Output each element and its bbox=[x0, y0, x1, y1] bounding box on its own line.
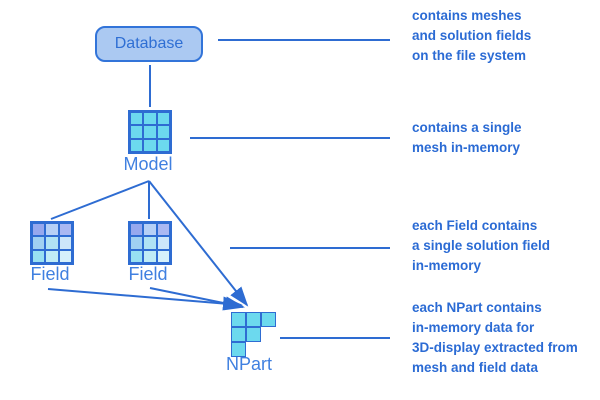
annotation-line: in-memory bbox=[412, 258, 482, 273]
annotation-line: a single solution field bbox=[412, 238, 551, 253]
edge-field2-npart bbox=[149, 287, 245, 311]
field2-grid-icon bbox=[128, 221, 172, 265]
annotation-line: and solution fields bbox=[412, 28, 532, 43]
field1-label: Field bbox=[30, 264, 70, 284]
annotation-line: 3D-display extracted from bbox=[412, 340, 578, 355]
field2-label: Field bbox=[128, 264, 168, 284]
database-label: Database bbox=[114, 35, 184, 52]
field1-grid-icon bbox=[30, 221, 74, 265]
npart-grid-icon bbox=[231, 312, 276, 357]
edge-field1-npart bbox=[47, 288, 243, 311]
edge-model-npart bbox=[148, 180, 249, 307]
annotation-line: each Field contains bbox=[412, 218, 538, 233]
annotation-field: each Field contains a single solution fi… bbox=[412, 216, 598, 276]
annotation-line: on the file system bbox=[412, 48, 527, 63]
npart-label: NPart bbox=[225, 354, 272, 374]
model-label: Model bbox=[123, 154, 173, 174]
annotation-line: mesh and field data bbox=[412, 360, 539, 375]
annotation-line: each NPart contains bbox=[412, 300, 542, 315]
database-node: Database bbox=[95, 26, 203, 62]
annotation-npart: each NPart contains in-memory data for 3… bbox=[412, 298, 598, 378]
edge-model-field1 bbox=[50, 180, 150, 220]
annotation-line: mesh in-memory bbox=[412, 140, 521, 155]
annotation-line: in-memory data for bbox=[412, 320, 535, 335]
annotation-line: contains meshes bbox=[412, 8, 522, 23]
annotation-model: contains a single mesh in-memory bbox=[412, 118, 598, 158]
annotation-line: contains a single bbox=[412, 120, 522, 135]
model-grid-icon bbox=[128, 110, 172, 154]
annotation-database: contains meshes and solution fields on t… bbox=[412, 6, 598, 66]
